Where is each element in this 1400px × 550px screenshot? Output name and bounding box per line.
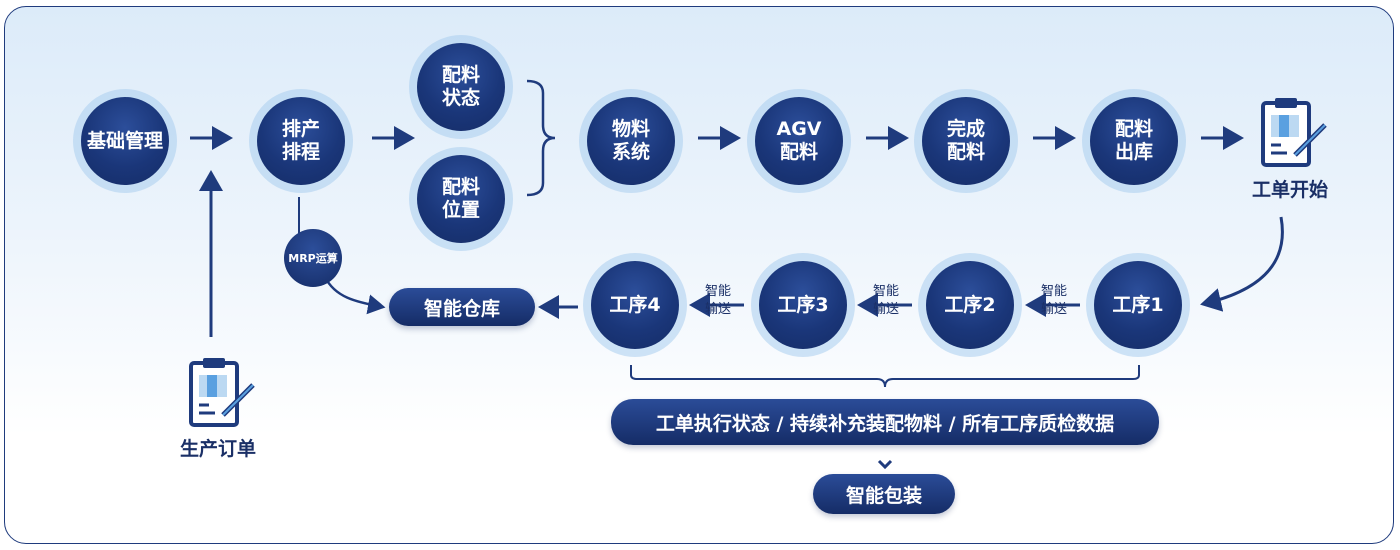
node-label: AGV 配料 — [776, 118, 822, 163]
node-label: 完成 配料 — [946, 118, 985, 163]
arrow-icon — [323, 276, 386, 315]
node-label: 工序1 — [1112, 293, 1164, 316]
node-material-system: 物料 系统 — [579, 89, 683, 193]
brace-icon — [526, 79, 556, 197]
execution-status-label: 工单执行状态 / 持续补充装配物料 / 所有工序质检数据 — [655, 412, 1115, 435]
mrp-badge: MRP运算 — [284, 229, 342, 287]
node-process4: 工序4 — [583, 253, 687, 357]
execution-status-pill: 工单执行状态 / 持续补充装配物料 / 所有工序质检数据 — [611, 399, 1159, 445]
clipboard-icon — [1261, 98, 1327, 167]
node-label: 基础管理 — [86, 129, 163, 152]
chevron-down-icon — [877, 459, 893, 470]
node-process2: 工序2 — [918, 253, 1022, 357]
smart-warehouse-label: 智能仓库 — [423, 297, 500, 320]
node-label: 排产 排程 — [281, 118, 320, 163]
node-material-location: 配料 位置 — [409, 147, 513, 251]
node-basic-management: 基础管理 — [73, 89, 177, 193]
node-label: 配料 状态 — [441, 64, 480, 109]
clipboard-icon — [189, 358, 255, 427]
node-scheduling: 排产 排程 — [249, 89, 353, 193]
smart-packaging-pill: 智能包装 — [813, 474, 955, 514]
node-agv-batching: AGV 配料 — [747, 89, 851, 193]
work-order-start-label: 工单开始 — [1251, 179, 1328, 201]
node-material-status: 配料 状态 — [409, 35, 513, 139]
production-order-label: 生产订单 — [179, 438, 256, 460]
node-process1: 工序1 — [1086, 253, 1190, 357]
smart-packaging-label: 智能包装 — [845, 484, 922, 507]
diagram-frame: 基础管理 排产 排程 配料 状态 配料 位置 物料 系统 AGV 配料 完成 配… — [4, 6, 1394, 544]
smart-transport-label: 智能 输送 — [872, 284, 899, 317]
mrp-label: MRP运算 — [288, 252, 338, 265]
connectors — [190, 79, 1284, 470]
node-batching-outbound: 配料 出库 — [1082, 89, 1186, 193]
brace-icon — [630, 365, 1140, 388]
smart-warehouse-pill: 智能仓库 — [389, 288, 535, 326]
node-label: 工序2 — [944, 293, 996, 316]
node-complete-batching: 完成 配料 — [914, 89, 1018, 193]
node-label: 配料 出库 — [1114, 118, 1153, 163]
smart-transport-label: 智能 输送 — [704, 284, 731, 317]
smart-transport-label: 智能 输送 — [1040, 284, 1067, 317]
arrow-icon — [1200, 216, 1284, 312]
node-process3: 工序3 — [751, 253, 855, 357]
node-label: 工序4 — [609, 293, 661, 316]
node-label: 工序3 — [777, 293, 829, 316]
node-label: 配料 位置 — [441, 176, 480, 221]
node-label: 物料 系统 — [611, 118, 650, 163]
